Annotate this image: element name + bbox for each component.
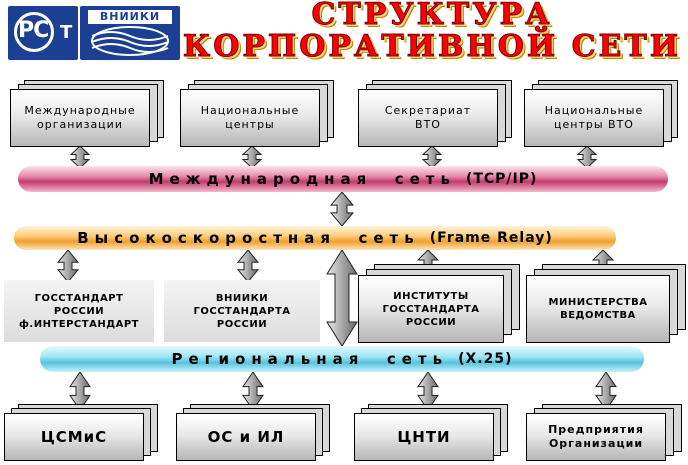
network-international-protocol: (TCP/IP) (465, 171, 538, 187)
network-international: Международная сеть (TCP/IP) (18, 166, 668, 192)
box-wto-secretariat: Секретариат ВТО (358, 80, 518, 150)
network-highspeed-protocol: (Frame Relay) (429, 230, 553, 246)
gosstandart-logo: РС Т (8, 6, 78, 60)
box-vniiki: ВНИИКИ ГОССТАНДАРТА РОССИИ (164, 280, 320, 342)
box-gosstandart-label: ГОССТАНДАРТ РОССИИ ф.ИНТЕРСТАНДАРТ (18, 292, 139, 330)
box-wto-national-centers: Национальные центры ВТО (524, 80, 684, 150)
box-enterprises: Предприятия Организации (526, 404, 686, 464)
box-csmis: ЦСМиС (4, 404, 164, 464)
box-ministries-label: МИНИСТЕРСТВА ВЕДОМСТВА (548, 297, 648, 321)
box-national-centers: Национальные центры (180, 80, 340, 150)
box-os-il-label: ОС и ИЛ (207, 428, 285, 446)
network-regional-label: Региональная сеть (171, 350, 449, 368)
box-cnti-label: ЦНТИ (397, 428, 451, 446)
box-international-orgs: Международные организации (10, 80, 170, 150)
box-wto-national-centers-label: Национальные центры ВТО (544, 104, 644, 131)
logo-gost-letters: РС (18, 18, 49, 43)
double-arrow-icon (56, 249, 80, 283)
box-wto-secretariat-label: Секретариат ВТО (384, 104, 472, 131)
vniiki-logo: ВНИИКИ (80, 6, 180, 60)
globe-waves-icon (91, 26, 169, 56)
logo-ring-icon (14, 12, 54, 52)
box-vniiki-label: ВНИИКИ ГОССТАНДАРТА РОССИИ (193, 292, 291, 330)
box-enterprises-label: Предприятия Организации (548, 423, 644, 450)
logo-vniiki-text: ВНИИКИ (88, 10, 172, 24)
box-institutes: ИНСТИТУТЫ ГОССТАНДАРТА РОССИИ (358, 264, 522, 346)
double-arrow-icon (329, 191, 355, 227)
logo-gost-suffix: Т (60, 22, 73, 43)
box-gosstandart: ГОССТАНДАРТ РОССИИ ф.ИНТЕРСТАНДАРТ (4, 280, 154, 342)
network-regional-protocol: (X.25) (458, 351, 513, 367)
diagram-title-line2: КОРПОРАТИВНОЙ СЕТИ (182, 29, 682, 64)
box-national-centers-label: Национальные центры (200, 104, 300, 131)
box-csmis-label: ЦСМиС (40, 428, 108, 446)
network-international-label: Международная сеть (148, 170, 456, 188)
box-international-orgs-label: Международные организации (24, 104, 136, 131)
diagram-title-line1: СТРУКТУРА (311, 0, 553, 32)
double-arrow-icon (326, 249, 358, 347)
box-cnti: ЦНТИ (354, 404, 514, 464)
box-institutes-label: ИНСТИТУТЫ ГОССТАНДАРТА РОССИИ (382, 290, 480, 328)
network-highspeed-label: Высокоскоростная сеть (77, 229, 420, 247)
box-ministries: МИНИСТЕРСТВА ВЕДОМСТВА (526, 264, 686, 346)
double-arrow-icon (236, 249, 260, 283)
network-highspeed: Высокоскоростная сеть (Frame Relay) (14, 226, 616, 250)
network-regional: Региональная сеть (X.25) (40, 346, 644, 372)
box-os-il: ОС и ИЛ (176, 404, 336, 464)
